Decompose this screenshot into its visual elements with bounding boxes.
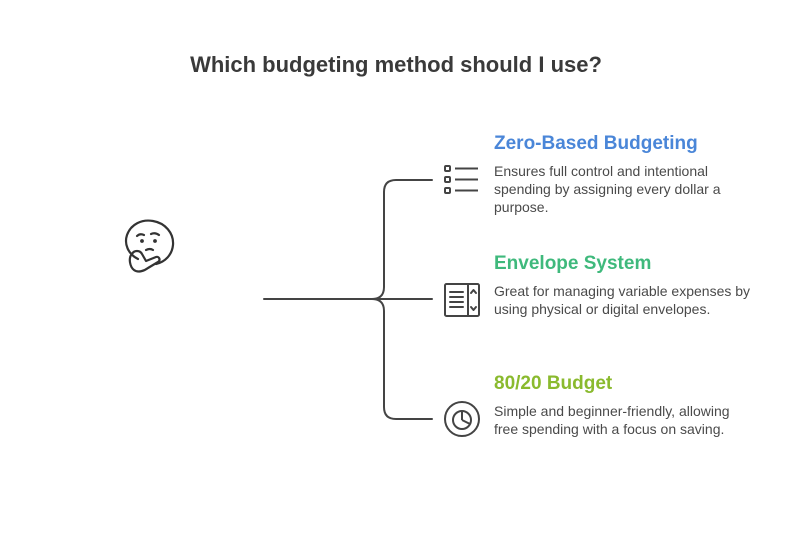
option-description: Simple and beginner-friendly, allowing f… (494, 403, 730, 437)
thinking-face-icon (124, 219, 175, 273)
branch-top (371, 179, 433, 300)
pie-chart-icon (444, 401, 480, 437)
branch-bottom (371, 298, 433, 420)
option-description: Great for managing variable expenses by … (494, 283, 751, 317)
option-title: Envelope System (494, 253, 652, 274)
option-title: Zero-Based Budgeting (494, 133, 698, 154)
diagram-title: Which budgeting method should I use? (190, 52, 602, 77)
option-zero-based: Zero-Based Budgeting Ensures full contro… (494, 132, 754, 216)
option-description: Ensures full control and intentional spe… (494, 163, 721, 215)
option-envelope-system: Envelope System Great for managing varia… (494, 252, 754, 318)
document-scroll-icon (444, 283, 480, 317)
option-title: 80/20 Budget (494, 373, 613, 394)
list-icon (444, 165, 478, 194)
option-80-20-budget: 80/20 Budget Simple and beginner-friendl… (494, 372, 754, 438)
